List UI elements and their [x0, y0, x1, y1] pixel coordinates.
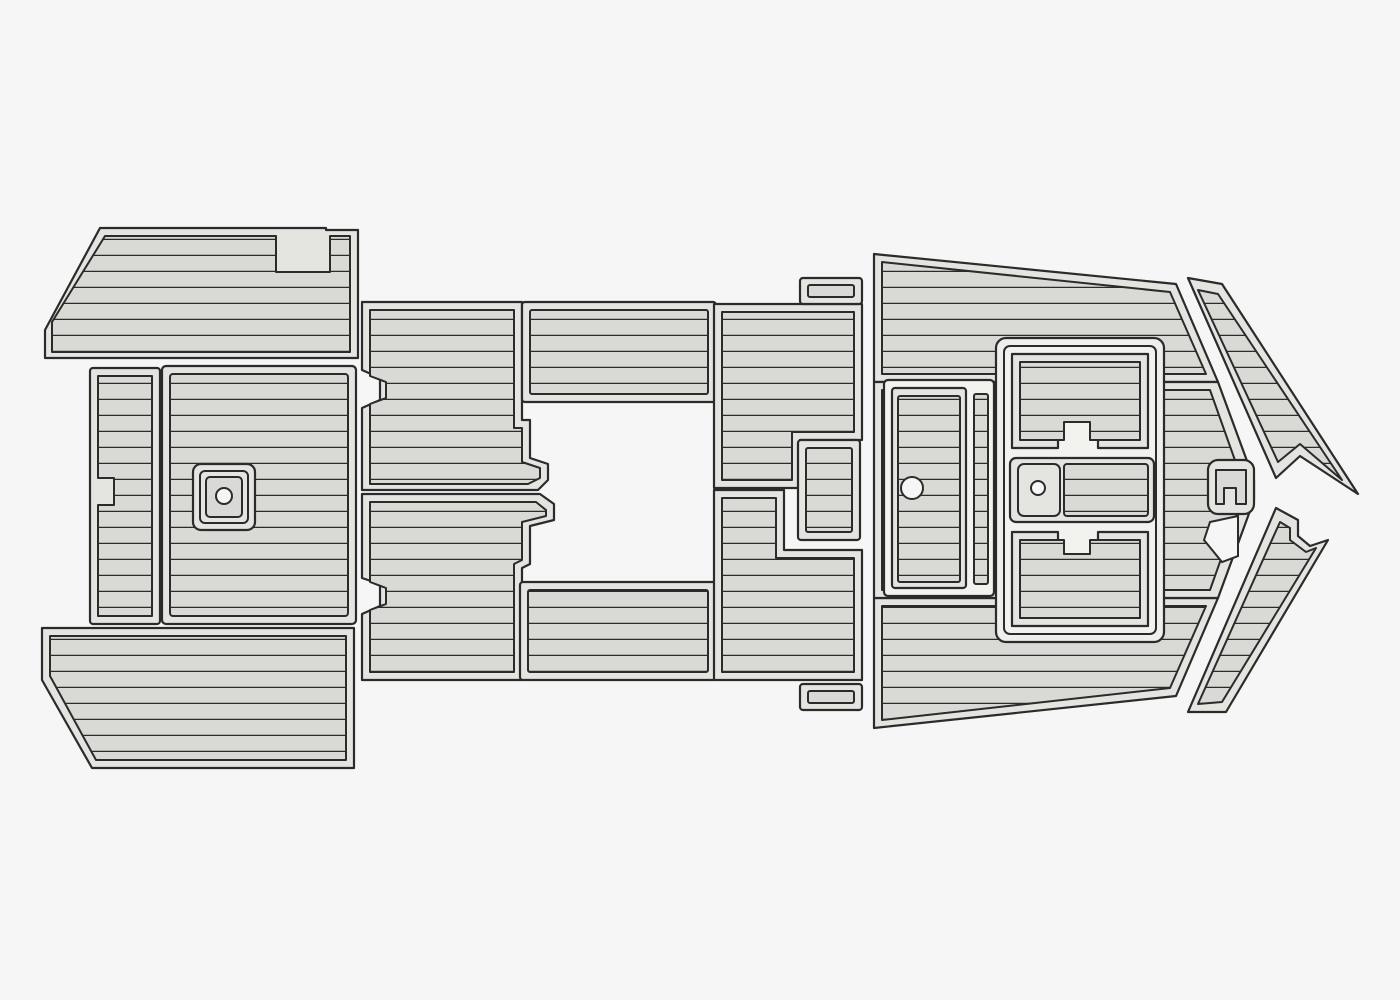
seat-pad-upper	[1010, 352, 1150, 450]
panel-center-top	[520, 300, 718, 404]
panel-bow-port	[43, 226, 360, 360]
seat-pad-middle	[1008, 456, 1156, 524]
cup-holder-icon	[1030, 480, 1046, 496]
drain-hole-icon	[215, 487, 233, 505]
panel-cockpit-port	[160, 364, 358, 626]
pad-tab-bottom	[798, 682, 864, 712]
panel-gunwale-upper	[1186, 276, 1360, 496]
helm-seat-side	[882, 378, 996, 598]
panel-port-strip	[88, 366, 162, 626]
seat-pad-lower	[1010, 530, 1150, 628]
panel-center-bottom	[518, 580, 718, 682]
cutout-icon	[1202, 514, 1239, 564]
panel-center-left-upper	[360, 300, 550, 492]
panel-center-right-lower	[712, 488, 864, 682]
panel-stern-port	[40, 626, 356, 770]
pad-tab-top	[798, 276, 864, 306]
panel-center-right-upper	[712, 302, 864, 490]
helm-fitting	[1202, 458, 1256, 564]
panel-gunwale-lower	[1186, 506, 1330, 714]
drain-hole-icon	[900, 476, 924, 500]
panel-step-insert	[796, 438, 862, 542]
panel-center-left-lower	[360, 492, 556, 682]
